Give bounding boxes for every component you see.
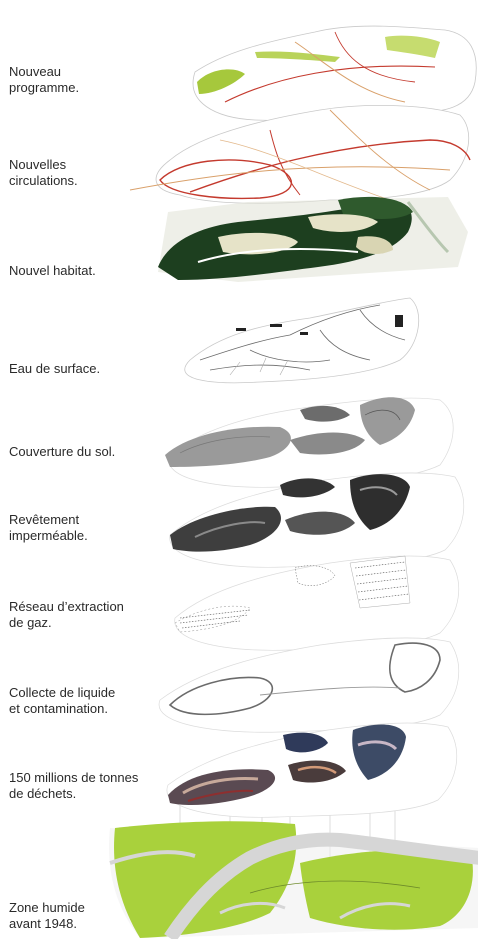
site-outline	[175, 556, 459, 650]
water-body	[300, 332, 308, 335]
wetland-east	[300, 849, 473, 930]
layer-eau	[185, 298, 419, 383]
layer-programme	[193, 26, 476, 120]
layer-zone-humide	[109, 821, 478, 938]
layer-revetement	[170, 473, 464, 567]
layer-gaz	[175, 556, 459, 650]
water-body	[270, 324, 282, 327]
water-body	[236, 328, 246, 331]
layer-liquide	[159, 638, 459, 732]
site-outline	[156, 105, 469, 203]
water-body	[395, 315, 403, 327]
layer-dechets	[167, 723, 457, 817]
layer-habitat	[158, 197, 468, 282]
layer-circulations	[130, 105, 470, 203]
site-outline	[185, 298, 419, 383]
